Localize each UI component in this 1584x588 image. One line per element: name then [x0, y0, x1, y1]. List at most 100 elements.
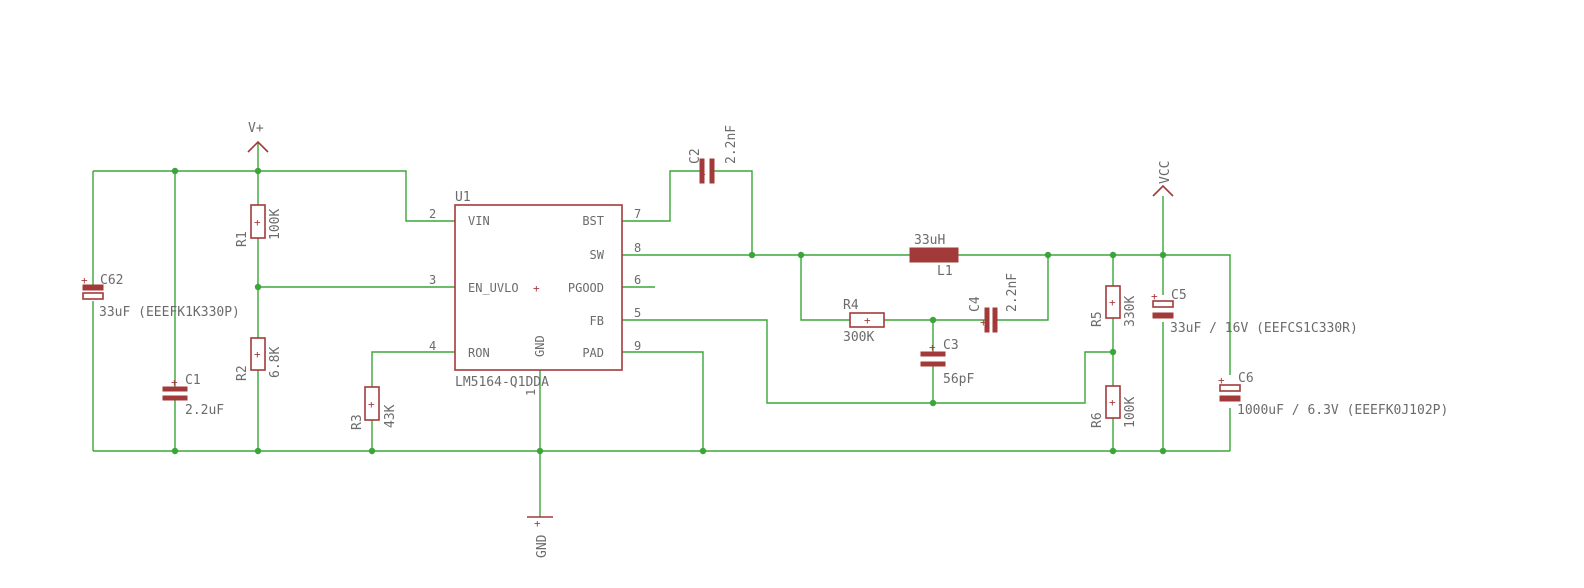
r3-name: R3 — [350, 414, 365, 430]
pin-vin-label: VIN — [468, 214, 490, 228]
ic-u1: U1 LM5164-Q1DDA VIN EN_UVLO + RON GND BS… — [429, 190, 641, 396]
wire-bst — [622, 170, 753, 255]
c2-value: 2.2nF — [724, 125, 739, 164]
junction — [699, 447, 707, 455]
pin-bst-num: 7 — [634, 207, 641, 221]
svg-text:+: + — [254, 348, 261, 361]
capacitor-c4: + C4 2.2nF — [968, 273, 1020, 333]
pin-sw-label: SW — [590, 248, 605, 262]
pin-ron-num: 4 — [429, 339, 436, 353]
vcc-symbol: VCC — [1152, 161, 1174, 197]
ic-name: U1 — [455, 190, 471, 205]
svg-text:+: + — [1151, 290, 1158, 303]
pin-en-label: EN_UVLO — [468, 281, 519, 295]
capacitor-c1: + C1 2.2uF — [162, 373, 224, 418]
junction — [1109, 447, 1117, 455]
r1-value: 100K — [268, 209, 283, 240]
svg-text:+: + — [864, 314, 871, 327]
wires — [92, 142, 1231, 517]
svg-text:+: + — [368, 398, 375, 411]
pin-gnd-num: 1 — [524, 389, 538, 396]
capacitor-c62: + C62 33uF (EEEFK1K330P) — [81, 273, 240, 320]
c3-value: 56pF — [943, 372, 974, 387]
c1-value: 2.2uF — [185, 403, 224, 418]
svg-text:+: + — [533, 282, 540, 295]
pin-en-num: 3 — [429, 273, 436, 287]
c6-value: 1000uF / 6.3V (EEEFK0J102P) — [1237, 403, 1448, 418]
wire-pad — [622, 351, 704, 451]
c4-name: C4 — [968, 296, 983, 312]
inductor-l1: 33uH L1 — [909, 233, 959, 279]
junction — [748, 251, 756, 259]
junction — [1159, 251, 1167, 259]
junction — [1159, 447, 1167, 455]
pin-pgood-label: PGOOD — [568, 281, 604, 295]
junction — [797, 251, 805, 259]
l1-name: L1 — [937, 264, 953, 279]
junction — [1044, 251, 1052, 259]
capacitor-c3: + C3 56pF — [920, 338, 974, 387]
pin-fb-num: 5 — [634, 306, 641, 320]
capacitor-c6: + C6 1000uF / 6.3V (EEEFK0J102P) — [1218, 371, 1448, 418]
vcc-label: VCC — [1158, 161, 1173, 184]
junction — [368, 447, 376, 455]
vplus-label: V+ — [248, 121, 264, 136]
svg-text:+: + — [254, 216, 261, 229]
junction — [536, 447, 544, 455]
c4-value: 2.2nF — [1005, 273, 1020, 312]
l1-value: 33uH — [914, 233, 945, 248]
resistor-r1: + R1 100K — [235, 204, 283, 247]
pin-bst-label: BST — [582, 214, 604, 228]
capacitor-c5: + C5 33uF / 16V (EEFCS1C330R) — [1151, 288, 1358, 336]
c5-name: C5 — [1171, 288, 1187, 303]
r5-value: 330K — [1123, 296, 1138, 327]
junction — [254, 283, 262, 291]
c62-name: C62 — [100, 273, 123, 288]
junction — [929, 316, 937, 324]
r4-value: 300K — [843, 330, 874, 345]
pin-gnd-label: GND — [533, 335, 547, 357]
svg-text:+: + — [81, 274, 88, 287]
r6-name: R6 — [1090, 412, 1105, 428]
resistor-r2: + R2 6.8K — [235, 337, 283, 381]
pin-fb-label: FB — [590, 314, 604, 328]
r2-name: R2 — [235, 365, 250, 381]
wire-vplus-rail — [93, 170, 455, 222]
r1-name: R1 — [235, 231, 250, 247]
resistor-r3: + R3 43K — [350, 386, 398, 430]
junctions — [171, 167, 1167, 455]
pin-pad-num: 9 — [634, 339, 641, 353]
c3-name: C3 — [943, 338, 959, 353]
svg-text:+: + — [980, 316, 987, 329]
r4-name: R4 — [843, 298, 859, 313]
c1-name: C1 — [185, 373, 201, 388]
svg-text:+: + — [699, 168, 706, 181]
wire-fb — [622, 319, 1113, 404]
junction — [1109, 251, 1117, 259]
c2-name: C2 — [688, 148, 703, 164]
wire-ron — [371, 351, 455, 451]
junction — [929, 399, 937, 407]
r5-name: R5 — [1090, 311, 1105, 327]
capacitor-c2: + C2 2.2nF — [688, 125, 739, 184]
junction — [254, 167, 262, 175]
gnd-symbol: GND + — [527, 516, 553, 558]
resistor-r4: + R4 300K — [843, 298, 885, 345]
resistor-r5: + R5 330K — [1090, 285, 1138, 327]
ic-value: LM5164-Q1DDA — [455, 375, 549, 390]
svg-text:+: + — [1109, 296, 1116, 309]
vplus-symbol: V+ — [247, 121, 269, 153]
junction — [171, 447, 179, 455]
svg-text:+: + — [534, 517, 541, 530]
gnd-label: GND — [535, 534, 550, 558]
r6-value: 100K — [1123, 397, 1138, 428]
pin-pad-label: PAD — [582, 346, 604, 360]
c62-value: 33uF (EEEFK1K330P) — [99, 305, 240, 320]
pin-pgood-num: 6 — [634, 273, 641, 287]
pin-ron-label: RON — [468, 346, 490, 360]
svg-text:+: + — [1218, 374, 1225, 387]
c6-name: C6 — [1238, 371, 1254, 386]
c5-value: 33uF / 16V (EEFCS1C330R) — [1170, 321, 1358, 336]
r3-value: 43K — [383, 404, 398, 428]
